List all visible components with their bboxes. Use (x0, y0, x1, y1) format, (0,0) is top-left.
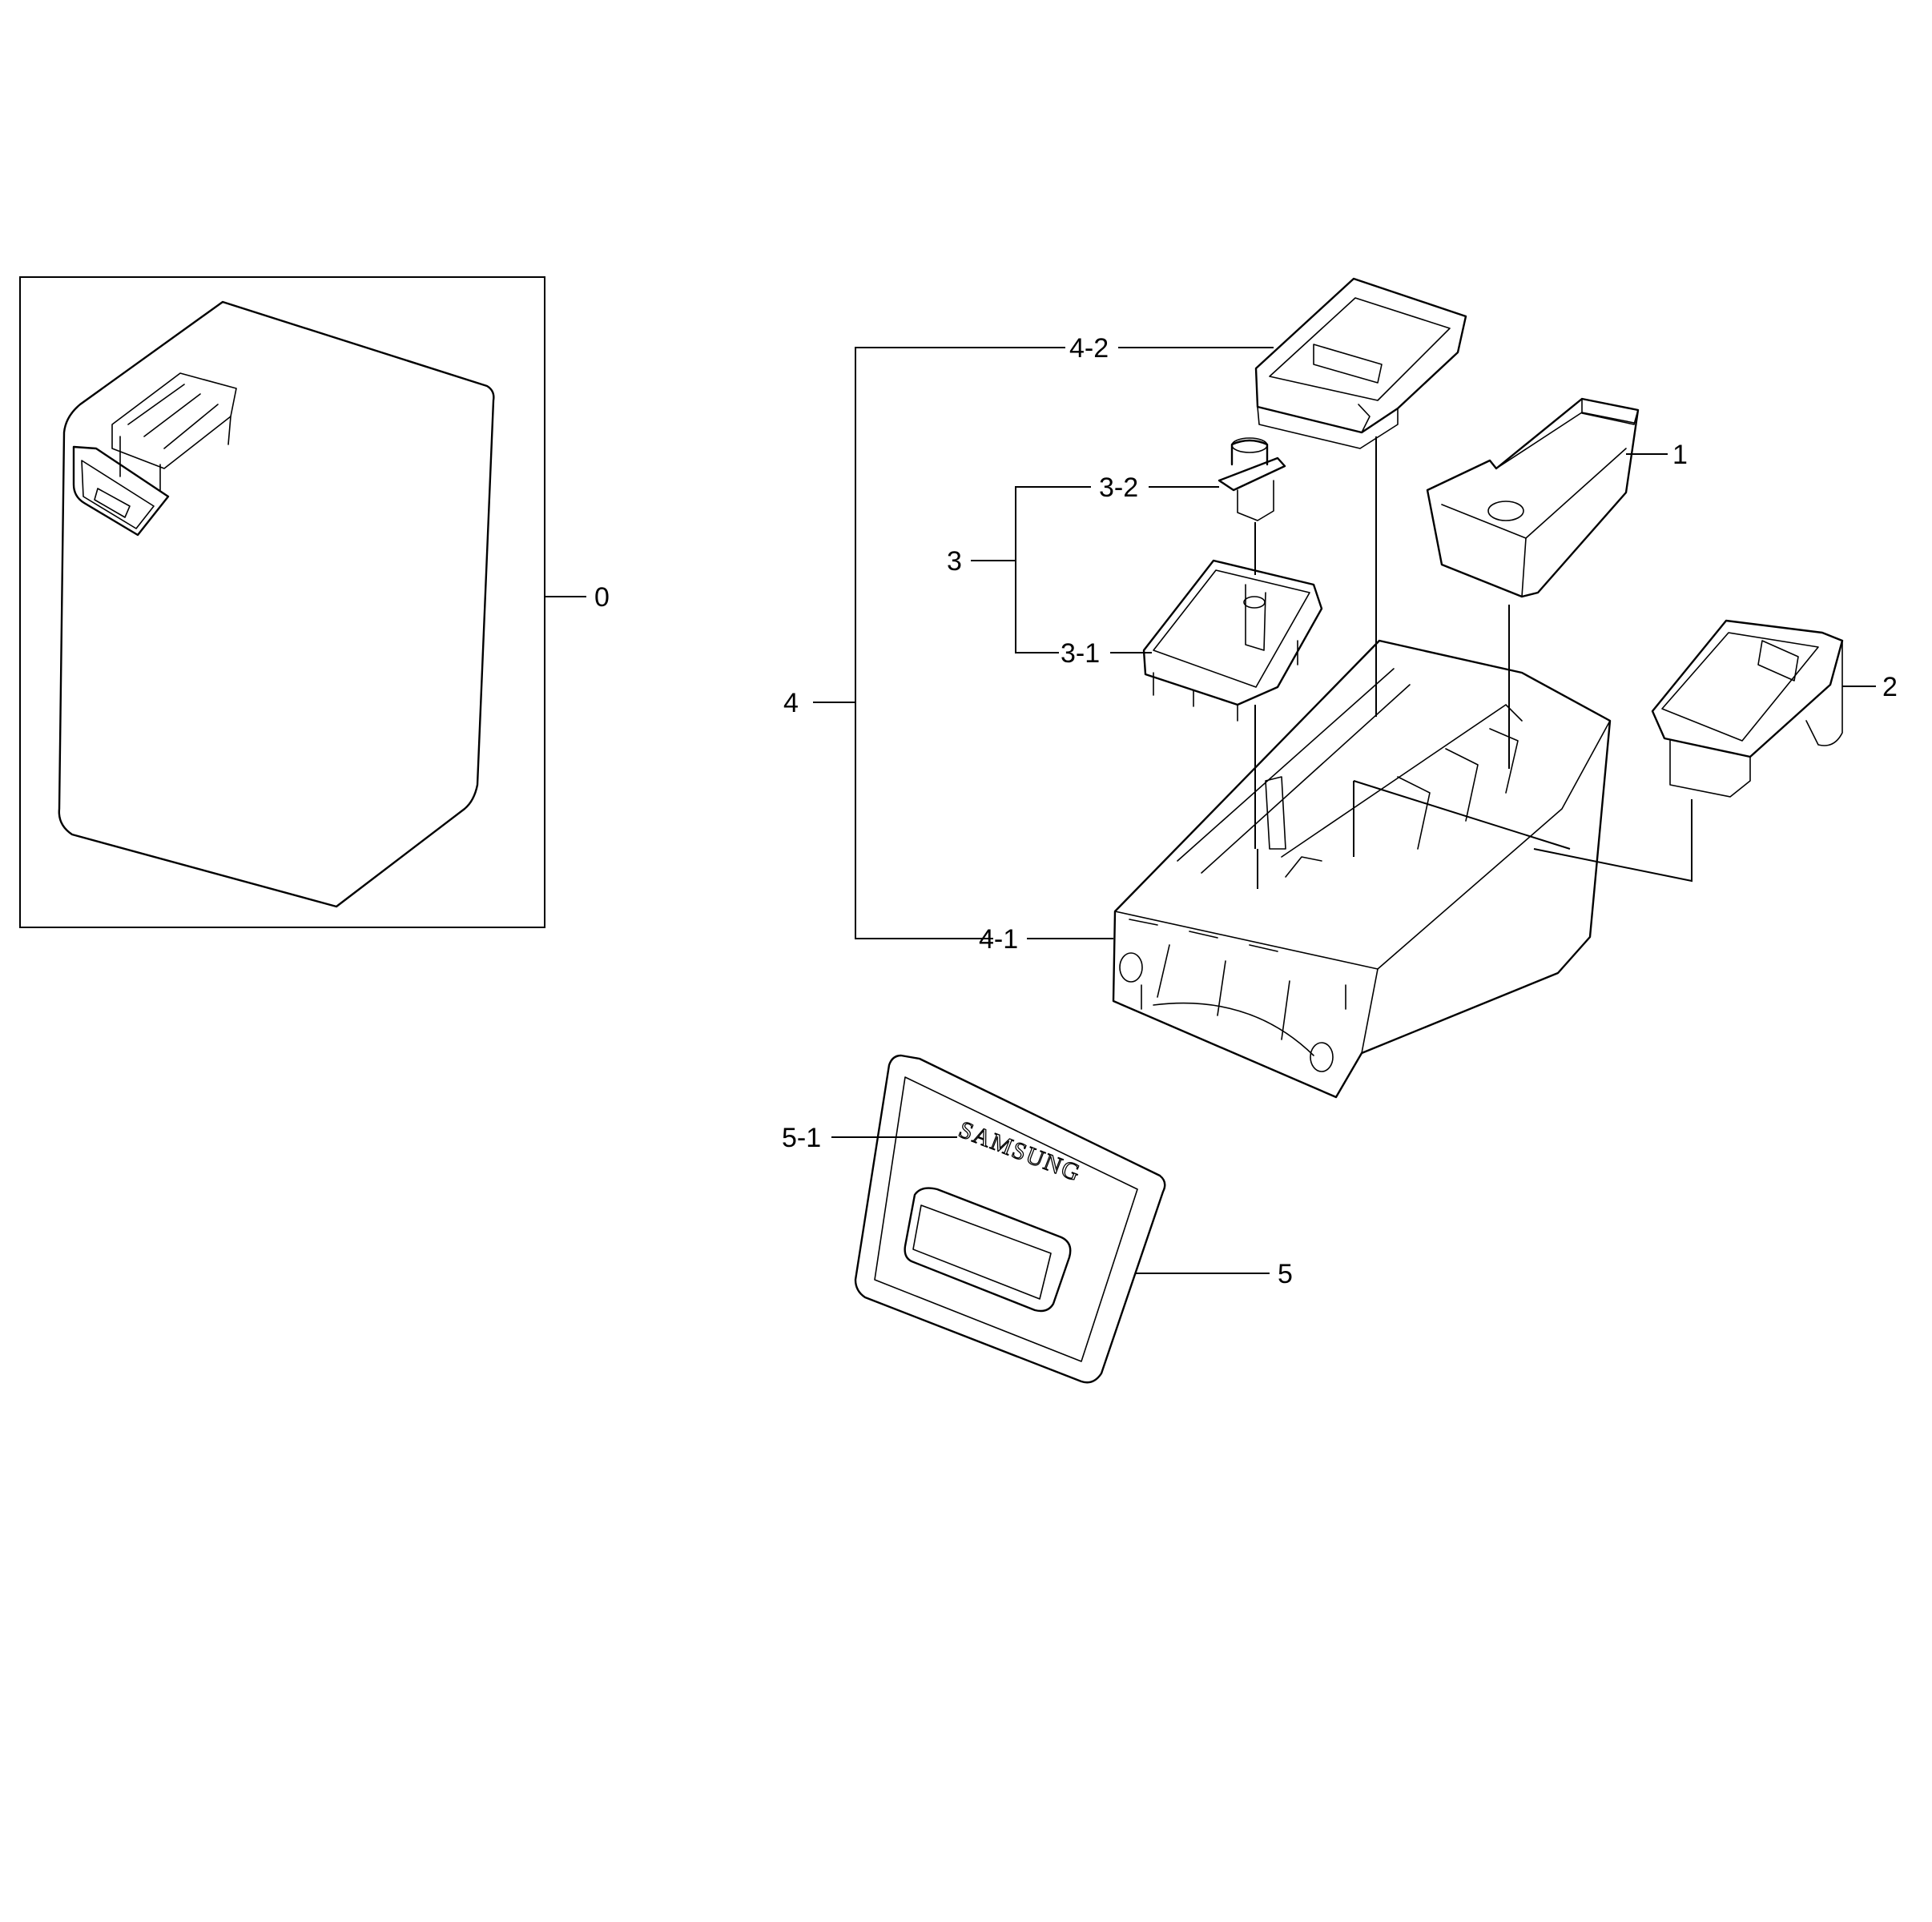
alignment-line-2 (1533, 799, 1693, 883)
callout-5: 5 (1278, 1259, 1293, 1289)
brand-logo: SAMSUNG (955, 1116, 1085, 1187)
part-siphon-cap (1218, 437, 1286, 521)
callout-2: 2 (1882, 672, 1898, 702)
bracket-housing-group: 4 4-2 4-1 (783, 333, 1274, 955)
callout-3: 3 (947, 546, 962, 577)
part-liquid-cup (1254, 277, 1467, 449)
callout-4: 4 (783, 688, 799, 718)
callout-1: 1 (1672, 440, 1688, 470)
part-rinse-cap (1651, 619, 1844, 798)
overview-frame (19, 276, 545, 928)
overview-panel: 0 (19, 276, 610, 928)
callout-3-2: 3-2 (1099, 472, 1138, 503)
overview-dispenser (72, 372, 237, 537)
bracket-softener-group: 3 3-2 3-1 (947, 472, 1219, 669)
callout-4-1: 4-1 (979, 924, 1018, 955)
callout-3-1: 3-1 (1061, 638, 1100, 669)
part-housing (1112, 639, 1612, 1099)
part-drawer (1426, 397, 1640, 598)
part-softener-case (1142, 559, 1323, 722)
alignment-line-4-1-right (1353, 780, 1571, 857)
callout-4-2: 4-2 (1069, 333, 1109, 364)
washer-cabinet-outline (58, 300, 495, 908)
callout-5-1: 5-1 (782, 1123, 821, 1153)
callout-0: 0 (594, 582, 610, 613)
part-front-panel: SAMSUNG (854, 1054, 1166, 1384)
